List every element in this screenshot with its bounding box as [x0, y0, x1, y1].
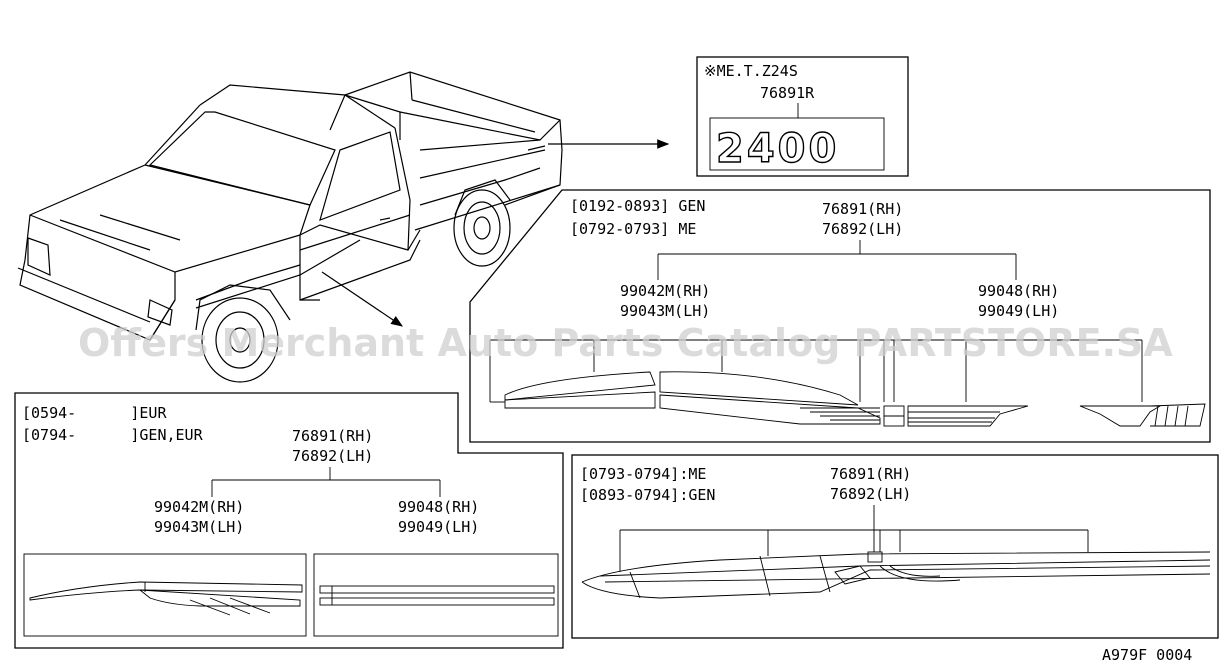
lower-left-stripe-box: [0594- ]EUR [0794- ]GEN,EUR 76891(RH) 76…: [14, 392, 564, 649]
emblem-2400-text: 2400: [716, 126, 839, 172]
lower-left-left-lh: 99043M(LH): [154, 518, 244, 536]
upper-right-rh: 99048(RH): [978, 282, 1059, 300]
lower-left-range-1: [0594- ]EUR: [22, 404, 167, 422]
stripe-arrow: [321, 271, 403, 327]
emblem-part-number: 76891R: [760, 84, 815, 102]
lower-left-right-lh: 99049(LH): [398, 518, 479, 536]
upper-range-2: [0792-0793] ME: [570, 220, 696, 238]
diagram-code: A979F 0004: [1102, 646, 1192, 664]
emblem-note: ※ME.T.Z24S: [704, 62, 798, 80]
upper-main-rh: 76891(RH): [822, 200, 903, 218]
lower-right-range-1: [0793-0794]:ME: [580, 465, 706, 483]
lower-right-range-2: [0893-0794]:GEN: [580, 486, 715, 504]
pickup-truck-illustration: [17, 71, 563, 383]
watermark: Offers Merchant Auto Parts Catalog PARTS…: [78, 321, 1173, 365]
lower-right-main-rh: 76891(RH): [830, 465, 911, 483]
lower-right-main-lh: 76892(LH): [830, 485, 911, 503]
upper-left-lh: 99043M(LH): [620, 302, 710, 320]
upper-right-lh: 99049(LH): [978, 302, 1059, 320]
emblem-box: ※ME.T.Z24S 76891R 2400: [696, 56, 909, 177]
lower-left-right-rh: 99048(RH): [398, 498, 479, 516]
lower-left-range-2: [0794- ]GEN,EUR: [22, 426, 204, 444]
lower-left-main-rh: 76891(RH): [292, 427, 373, 445]
lower-left-main-lh: 76892(LH): [292, 447, 373, 465]
upper-stripe-box: [0192-0893] GEN [0792-0793] ME 76891(RH)…: [469, 189, 1211, 443]
upper-main-lh: 76892(LH): [822, 220, 903, 238]
upper-range-1: [0192-0893] GEN: [570, 197, 705, 215]
upper-left-rh: 99042M(RH): [620, 282, 710, 300]
lower-left-left-rh: 99042M(RH): [154, 498, 244, 516]
lower-right-stripe-box: [0793-0794]:ME [0893-0794]:GEN 76891(RH)…: [571, 454, 1219, 639]
